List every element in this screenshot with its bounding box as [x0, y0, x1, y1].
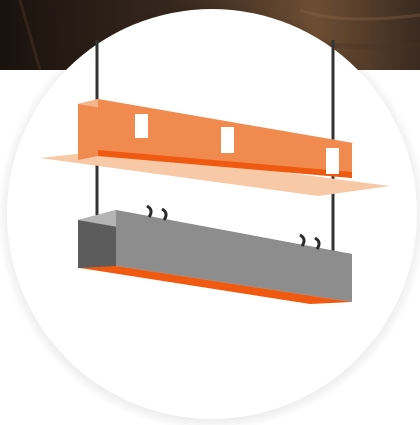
channel-slot-left: [135, 114, 148, 138]
circle-badge: [7, 9, 417, 419]
channel-slot-middle: [221, 127, 234, 153]
channel-slot-right: [326, 148, 339, 174]
channel-side-face: [78, 99, 98, 160]
